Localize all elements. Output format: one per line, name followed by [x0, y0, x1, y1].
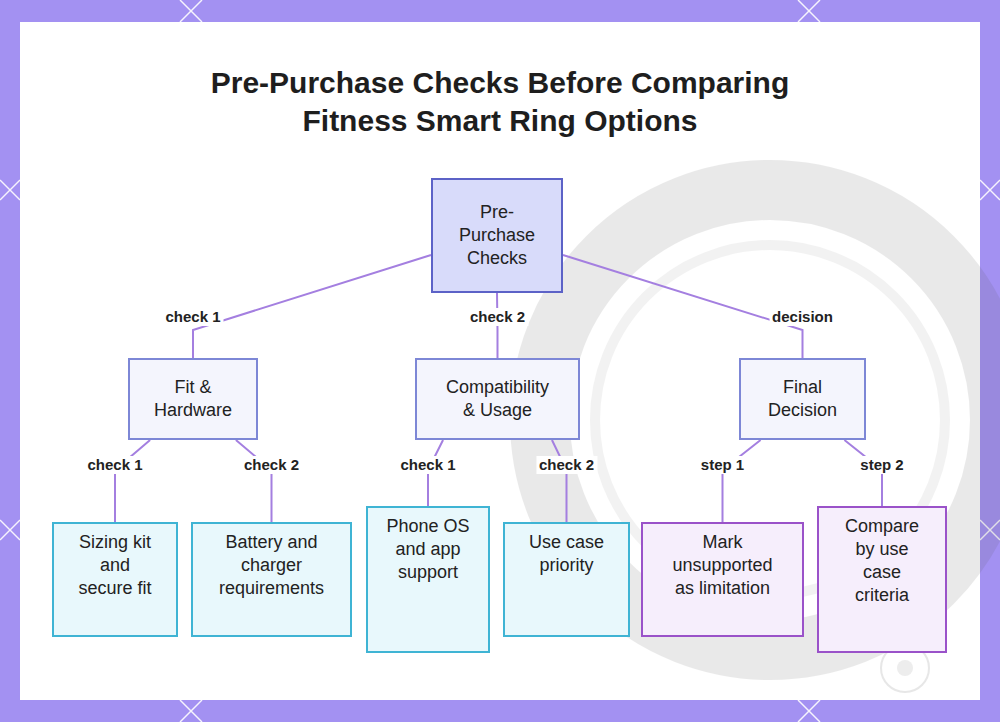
edge-label: step 1 [698, 456, 747, 474]
node-text: Fit & Hardware [145, 376, 241, 422]
check-box: Battery and charger requirements [191, 522, 352, 637]
node-text: Battery and charger requirements [203, 531, 340, 600]
node-text: Compare by use case criteria [841, 515, 923, 607]
node-text: Phone OS and app support [380, 515, 476, 584]
node-text: Use case priority [517, 531, 616, 577]
edge-label: check 2 [536, 456, 597, 474]
edge-label: check 1 [162, 308, 223, 326]
root-box: Pre-Purchase Checks [431, 178, 563, 293]
connector-line [723, 440, 761, 522]
edge-label: check 2 [241, 456, 302, 474]
node-text: Sizing kit and secure fit [77, 531, 153, 600]
category-box: Final Decision [739, 358, 866, 440]
node-text: Compatibility & Usage [444, 376, 551, 422]
check-box: Sizing kit and secure fit [52, 522, 178, 637]
connector-line [236, 440, 272, 522]
check-box: Use case priority [503, 522, 630, 637]
node-text: Final Decision [759, 376, 846, 422]
node-text: Pre-Purchase Checks [453, 201, 541, 270]
category-box: Compatibility & Usage [415, 358, 580, 440]
category-box: Fit & Hardware [128, 358, 258, 440]
page-panel [20, 22, 980, 700]
edge-label: check 1 [84, 456, 145, 474]
connector-line [115, 440, 150, 522]
step-box: Mark unsupported as limitation [641, 522, 804, 637]
edge-label: decision [769, 308, 836, 326]
step-box: Compare by use case criteria [817, 506, 947, 653]
edge-label: check 2 [467, 308, 528, 326]
edge-label: check 1 [397, 456, 458, 474]
edge-label: step 2 [857, 456, 906, 474]
node-text: Mark unsupported as limitation [668, 531, 777, 600]
connector-line [563, 255, 803, 358]
check-box: Phone OS and app support [366, 506, 490, 653]
connector-line [552, 440, 567, 522]
connector-line [193, 255, 431, 358]
diagram-title: Pre-Purchase Checks Before Comparing Fit… [180, 64, 820, 140]
